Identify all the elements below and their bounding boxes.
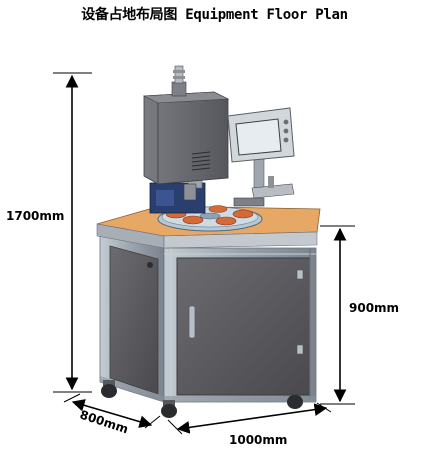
hmi-button-icon — [283, 119, 289, 125]
page-title: 设备占地布局图 Equipment Floor Plan — [81, 7, 348, 23]
door-handle-icon — [188, 305, 196, 339]
dimension-width: 1000mm — [167, 402, 332, 447]
pick-unit — [233, 157, 295, 207]
label-width: 1000mm — [229, 433, 287, 447]
dimension-depth: 800mm — [63, 393, 161, 436]
cabinet — [99, 231, 317, 403]
hmi-button-icon — [283, 128, 289, 134]
caster-wheel-icon — [161, 400, 177, 418]
caster-wheel-icon — [101, 380, 117, 398]
dimension-height-total: 1700mm — [6, 72, 92, 393]
caster-wheel-icon — [287, 395, 303, 409]
caster-wheels — [101, 380, 303, 418]
dimension-height-table: 900mm — [320, 225, 399, 405]
label-height-table: 900mm — [349, 301, 399, 315]
turntable — [157, 205, 263, 232]
label-height-total: 1700mm — [6, 209, 64, 223]
equipment-machine — [96, 65, 321, 418]
screen-display — [235, 118, 282, 156]
hmi-button-icon — [283, 137, 289, 143]
hmi-touch-screen — [227, 107, 295, 163]
press-unit — [142, 65, 230, 214]
